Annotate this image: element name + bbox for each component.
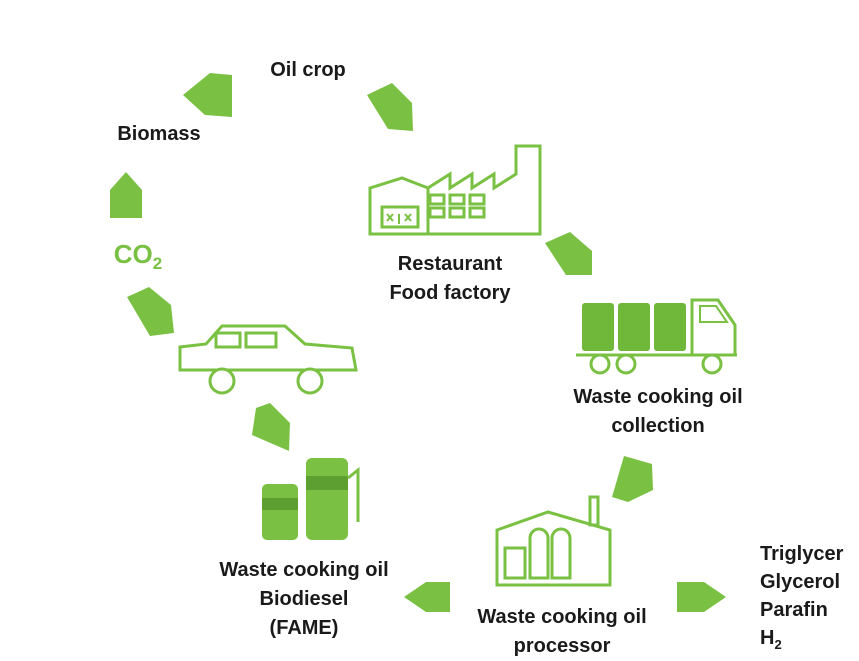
biodiesel-line3: (FAME) <box>269 617 339 639</box>
processor-label: Waste cooking oil processor <box>444 603 680 661</box>
co2-subscript: 2 <box>152 254 163 274</box>
co2-label: CO2 <box>98 240 178 278</box>
arrow-factory-to-truck <box>545 232 592 275</box>
arrow-car-to-co2 <box>127 287 174 336</box>
byproduct-triglyceride: Triglycer <box>760 543 844 565</box>
fuel-pump-icon <box>262 458 360 540</box>
collection-line2: collection <box>611 415 705 437</box>
factory-icon <box>368 144 542 236</box>
biodiesel-line2: Biodiesel <box>259 588 349 610</box>
h2-main: H <box>760 627 775 649</box>
biodiesel-label: Waste cooking oil Biodiesel (FAME) <box>186 556 422 643</box>
restaurant-label: Restaurant Food factory <box>352 250 548 308</box>
arrow-oilcrop-to-factory <box>367 83 413 131</box>
truck-icon <box>576 298 737 375</box>
collection-label: Waste cooking oil collection <box>540 383 776 441</box>
processor-line2: processor <box>513 635 611 657</box>
processor-plant-icon <box>495 495 612 587</box>
byproducts-label: Triglycer Glycerol Parafin H2 <box>760 540 859 659</box>
h2-subscript: 2 <box>774 637 782 652</box>
arrow-processor-to-biodiesel <box>404 582 450 612</box>
biodiesel-line1: Waste cooking oil <box>219 559 389 581</box>
car-icon <box>178 324 358 395</box>
arrow-processor-to-byproducts <box>677 582 726 612</box>
oil-crop-label: Oil crop <box>270 59 346 81</box>
byproduct-parafin: Parafin <box>760 599 828 621</box>
restaurant-line1: Restaurant <box>397 253 503 275</box>
co2-main: CO <box>113 239 153 269</box>
biomass-label: Biomass <box>117 123 201 145</box>
processor-line1: Waste cooking oil <box>477 606 647 628</box>
arrow-co2-to-biomass <box>110 172 142 218</box>
byproduct-hydrogen: H2 <box>760 624 859 659</box>
arrow-truck-to-processor <box>612 456 653 502</box>
arrow-biomass-to-oilcrop <box>183 73 232 117</box>
arrow-biodiesel-to-car <box>252 403 290 451</box>
byproduct-glycerol: Glycerol <box>760 571 841 593</box>
restaurant-line2: Food factory <box>389 282 511 304</box>
collection-line1: Waste cooking oil <box>573 386 743 408</box>
